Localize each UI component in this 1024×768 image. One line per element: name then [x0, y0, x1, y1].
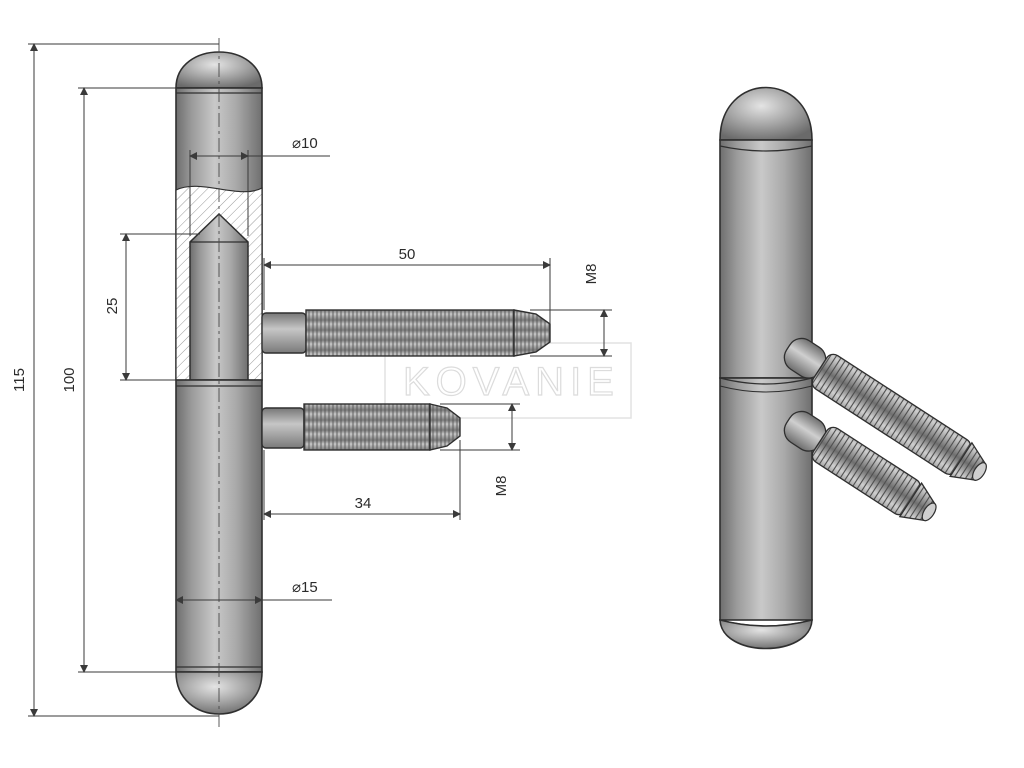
dim-lower-screw-length: 34	[355, 495, 372, 512]
dim-lower-thread: M8	[493, 476, 510, 497]
dim-inner-diameter: ⌀10	[292, 135, 318, 152]
dim-upper-thread: M8	[583, 264, 600, 285]
upper-screw	[261, 309, 551, 357]
hinge-3d-view	[719, 86, 987, 650]
hinge-2d-view	[175, 38, 551, 728]
dim-pin-span: 100	[61, 367, 78, 392]
dimension-lines	[28, 43, 612, 717]
dim-upper-screw-length: 50	[399, 246, 416, 263]
dim-pin-insert: 25	[104, 298, 121, 315]
bottom-cap-3d	[719, 618, 813, 650]
dim-overall-length: 115	[11, 368, 28, 392]
dim-outer-diameter: ⌀15	[292, 579, 318, 596]
watermark-text: KOVANIE	[403, 360, 620, 404]
lower-screw-3d	[783, 410, 937, 522]
upper-screw-3d	[783, 337, 987, 481]
lower-screw	[261, 403, 461, 451]
top-cap-3d	[719, 86, 813, 141]
